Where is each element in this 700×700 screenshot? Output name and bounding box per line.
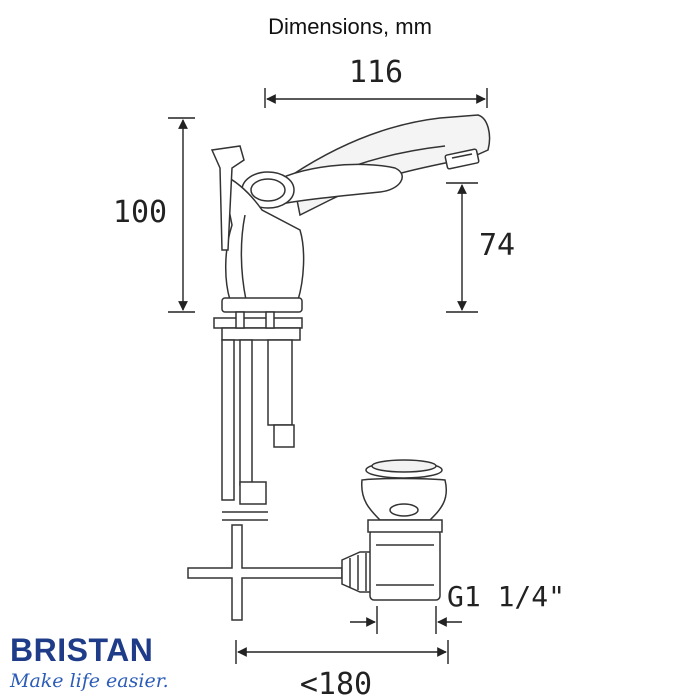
height-dimension-line	[168, 117, 195, 313]
width-dimension-line	[264, 88, 488, 108]
height-label: 100	[113, 195, 167, 230]
pipe-label: <180	[300, 667, 372, 700]
bristan-logo: BRISTAN Make life easier.	[10, 634, 169, 692]
thread-label: G1 1/4"	[447, 580, 565, 613]
brand-name: BRISTAN	[10, 632, 154, 668]
pipe-dimension-line	[235, 640, 449, 664]
brand-tagline: Make life easier.	[10, 670, 169, 692]
spout-height-dimension-line	[446, 182, 478, 313]
tail-pipes	[221, 339, 295, 521]
diagram-title: Dimensions, mm	[268, 14, 432, 39]
thread-dimension-line	[350, 606, 462, 634]
tap-body	[210, 114, 491, 341]
spout-height-label: 74	[479, 228, 515, 263]
popup-waste	[187, 459, 447, 621]
width-label: 116	[349, 55, 403, 90]
